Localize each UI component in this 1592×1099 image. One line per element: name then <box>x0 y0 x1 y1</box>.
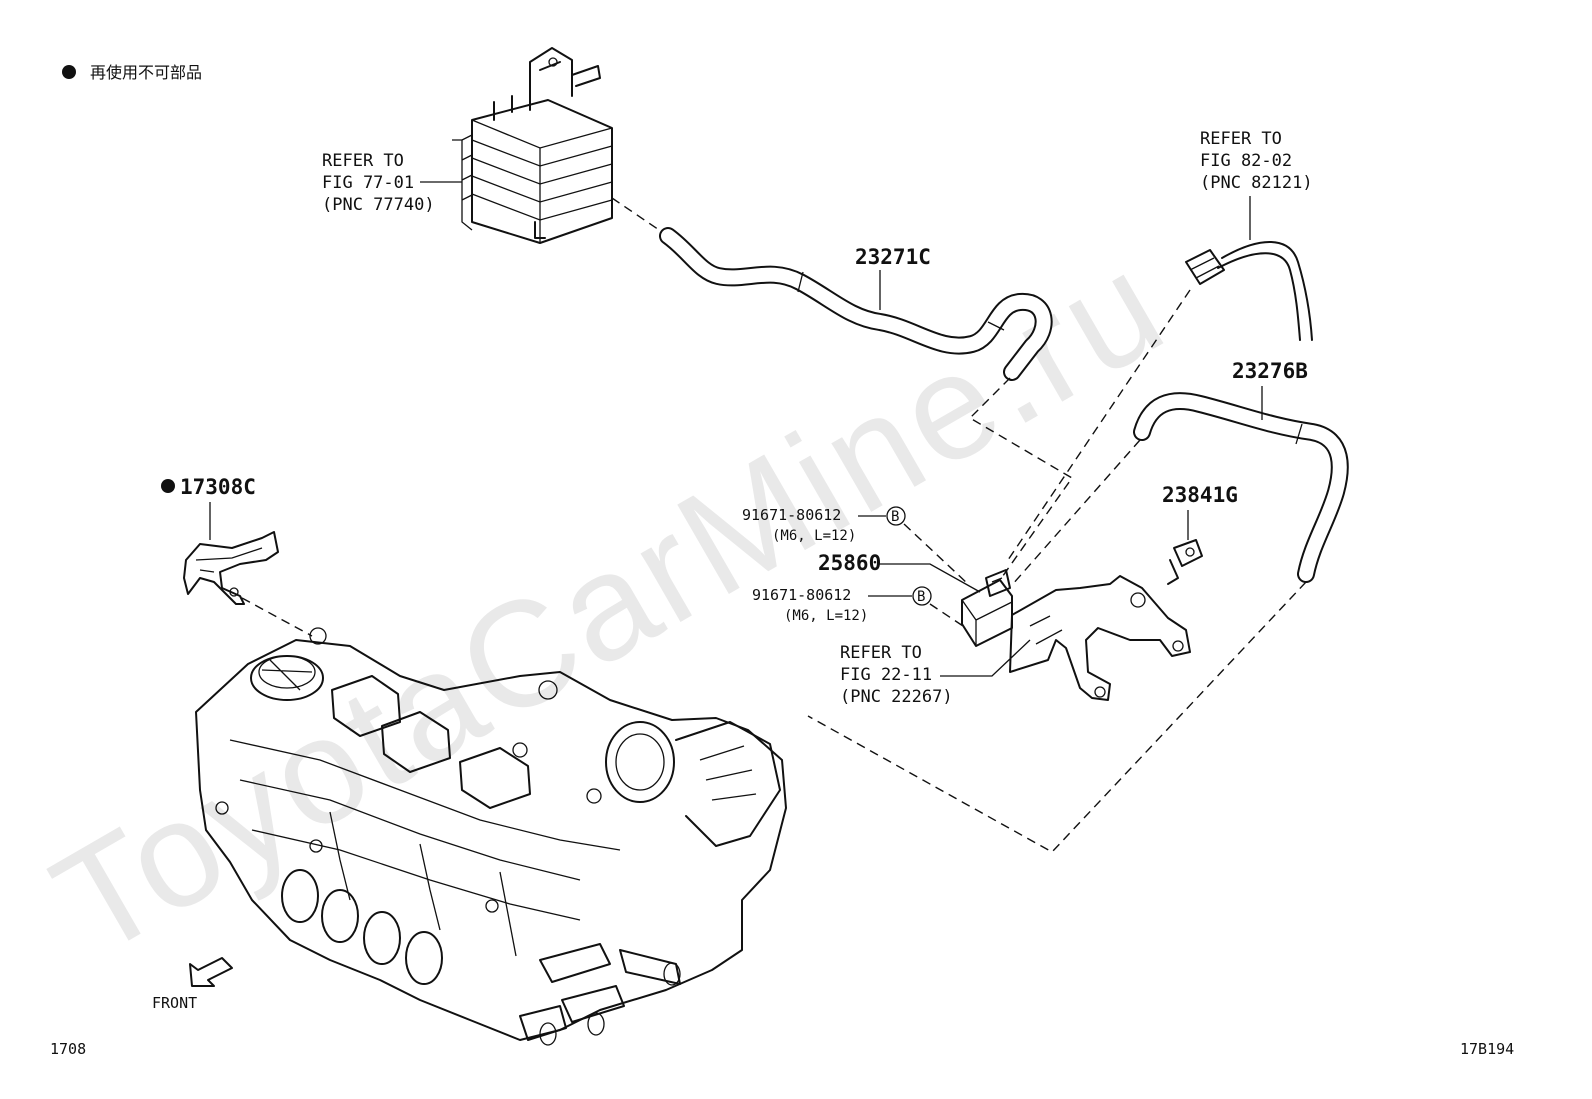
figure-code-right: 17B194 <box>1460 1040 1514 1058</box>
bolt-ref-b-icon <box>912 586 932 606</box>
svg-text:(PNC 82121): (PNC 82121) <box>1200 173 1313 193</box>
non-reusable-marker-icon <box>161 479 175 493</box>
bolt-ref-upper: B <box>891 509 899 525</box>
svg-text:REFER TO: REFER TO <box>322 151 404 171</box>
non-reusable-marker-icon <box>62 65 76 79</box>
valve-bracket <box>1009 575 1191 701</box>
engine-assembly <box>195 627 787 1046</box>
vacuum-switching-valve <box>961 569 1013 647</box>
svg-text:REFER TO: REFER TO <box>1200 129 1282 149</box>
part-number-23276b: 23276B <box>1232 359 1308 383</box>
connection-line <box>1007 289 1191 561</box>
bracket-reference-callout: REFER TO FIG 22-11 (PNC 22267) <box>840 639 1031 707</box>
figure-code-left: 1708 <box>50 1040 86 1058</box>
svg-text:(PNC 22267): (PNC 22267) <box>840 687 953 707</box>
charcoal-canister <box>452 47 613 244</box>
bolt-ref-b-icon <box>886 506 906 526</box>
hose-clamp <box>1167 539 1203 585</box>
connection-line <box>1011 439 1141 586</box>
bolt-number-lower: 91671-80612 <box>752 586 851 604</box>
svg-text:FIG 82-02: FIG 82-02 <box>1200 151 1292 171</box>
connection-line <box>807 581 1307 853</box>
vacuum-hose-23276b <box>1133 392 1349 583</box>
part-number-23271c: 23271C <box>855 245 931 269</box>
connection-line <box>929 603 967 629</box>
part-number-25860: 25860 <box>818 551 881 575</box>
canister-reference-callout: REFER TO FIG 77-01 (PNC 77740) <box>322 151 462 215</box>
harness-reference-callout: REFER TO FIG 82-02 (PNC 82121) <box>1200 129 1313 240</box>
front-direction-arrow-icon <box>189 957 233 987</box>
watermark: ToyotaCarMine.ru <box>27 218 1192 987</box>
svg-text:FIG 77-01: FIG 77-01 <box>322 173 414 193</box>
front-label: FRONT <box>152 994 197 1012</box>
wire-harness-connector <box>1185 241 1313 341</box>
connection-line <box>241 597 313 637</box>
connection-line <box>611 197 669 237</box>
gasket-17308c <box>183 531 279 605</box>
svg-text:(PNC 77740): (PNC 77740) <box>322 195 435 215</box>
vacuum-hose-23271c <box>659 227 1053 381</box>
legend-text: 再使用不可部品 <box>90 63 202 82</box>
part-number-17308c: 17308C <box>180 475 256 499</box>
bolt-spec-upper: (M6, L=12) <box>772 528 856 544</box>
connection-line <box>903 523 969 585</box>
bolt-ref-lower: B <box>917 589 925 605</box>
bolt-spec-lower: (M6, L=12) <box>784 608 868 624</box>
part-number-23841g: 23841G <box>1162 483 1238 507</box>
bolt-number-upper: 91671-80612 <box>742 506 841 524</box>
svg-text:REFER TO: REFER TO <box>840 643 922 663</box>
svg-text:FIG 22-11: FIG 22-11 <box>840 665 932 685</box>
